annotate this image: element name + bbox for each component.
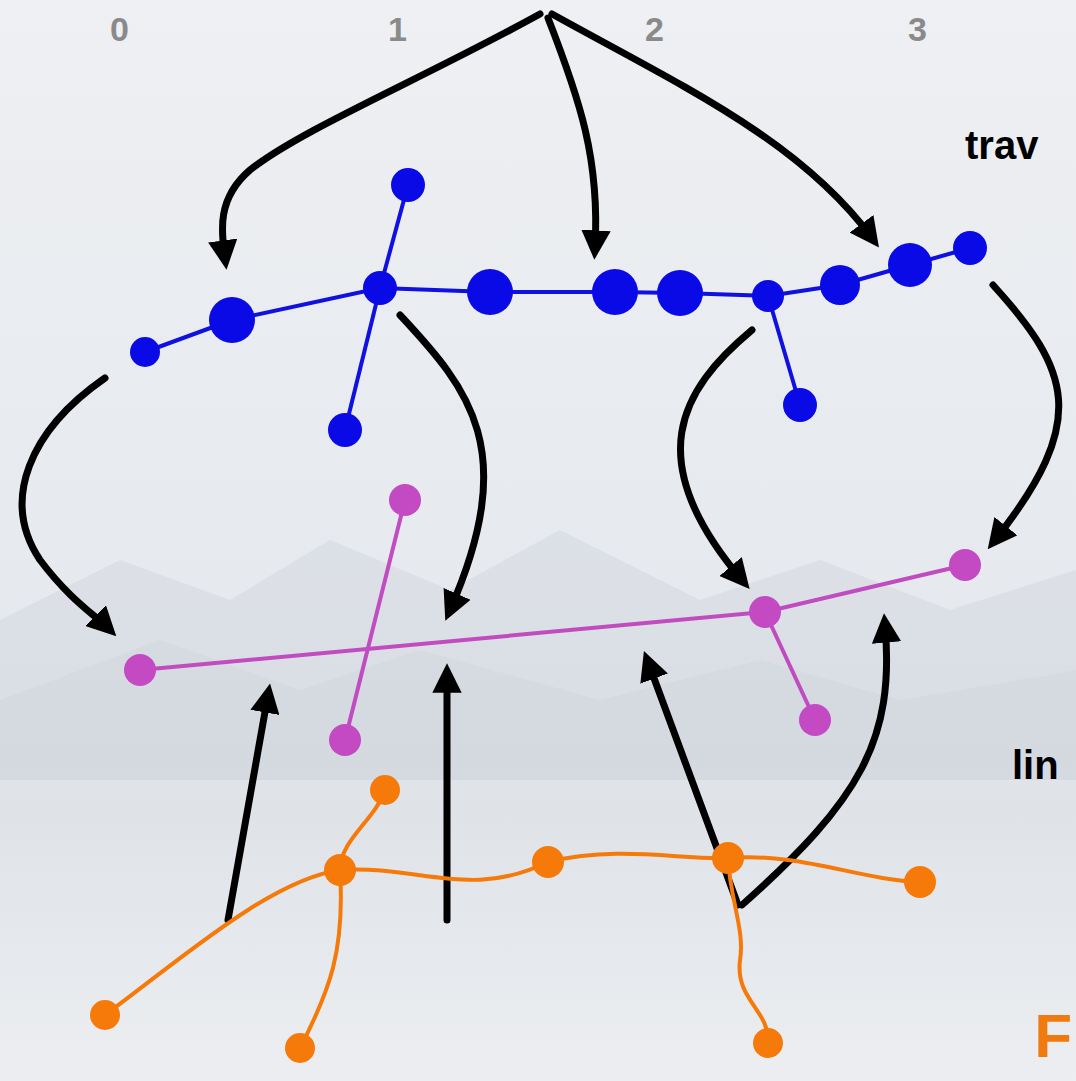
mapping-arrows xyxy=(22,14,1059,920)
orange-tree xyxy=(90,775,936,1063)
column-number: 0 xyxy=(110,12,129,46)
column-number: 1 xyxy=(388,12,407,46)
side-label: trav xyxy=(965,125,1038,165)
side-label: lin xyxy=(1012,745,1059,785)
mountain-backdrop xyxy=(0,530,1076,780)
magenta-tree xyxy=(124,484,981,756)
side-label: F xyxy=(1034,1005,1072,1067)
blue-tree xyxy=(130,168,987,447)
column-number: 2 xyxy=(645,12,664,46)
column-number: 3 xyxy=(908,12,927,46)
